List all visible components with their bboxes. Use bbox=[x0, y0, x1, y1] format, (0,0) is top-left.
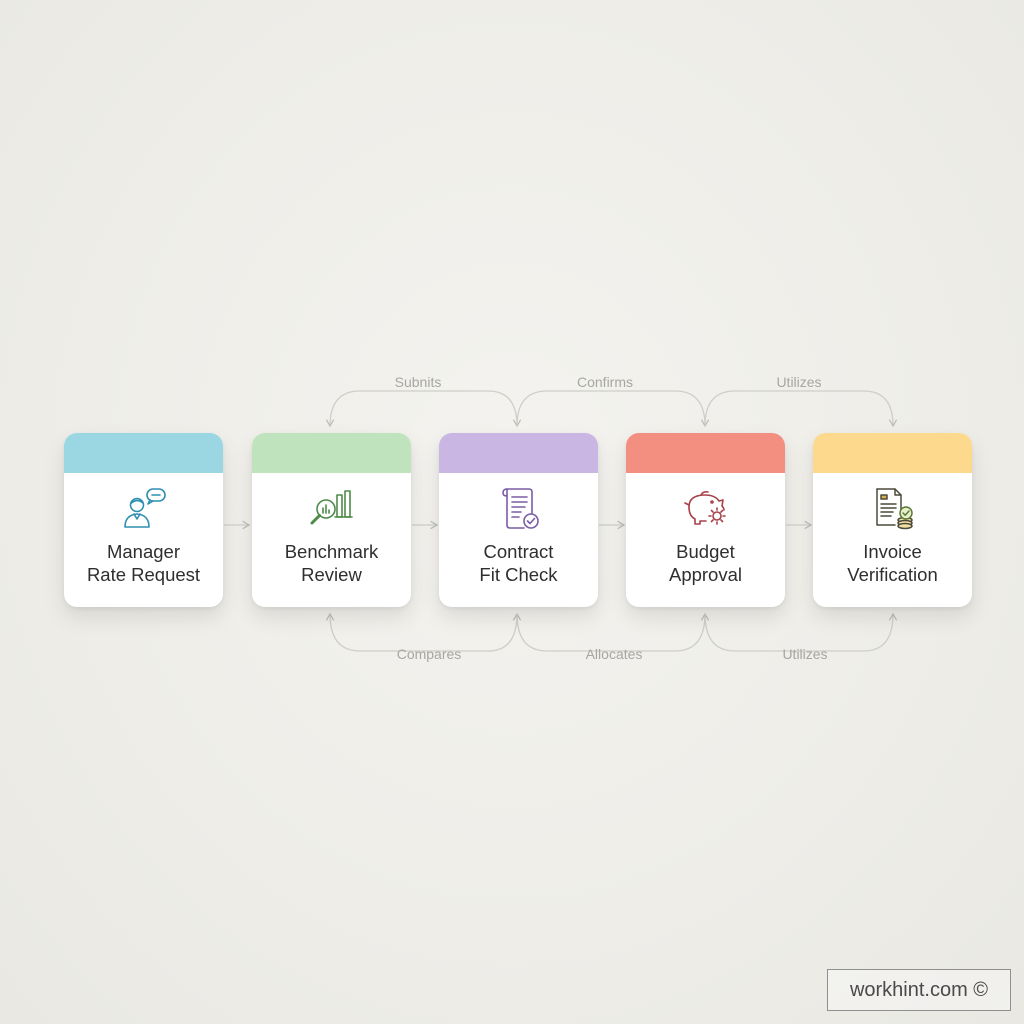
person-chat-icon bbox=[119, 483, 169, 533]
step-card-contract-fit-check: Contract Fit Check bbox=[439, 433, 598, 607]
top-connector-3 bbox=[704, 390, 898, 428]
card-title: Invoice Verification bbox=[813, 540, 972, 586]
card-title: Contract Fit Check bbox=[439, 540, 598, 586]
card-title-line2: Fit Check bbox=[479, 564, 558, 585]
connector-label-compares: Compares bbox=[396, 646, 462, 662]
contract-check-icon bbox=[494, 483, 544, 533]
step-card-manager-rate-request: Manager Rate Request bbox=[64, 433, 223, 607]
card-title-line1: Contract bbox=[483, 541, 554, 562]
connector-label-confirms: Confirms bbox=[576, 374, 634, 390]
top-connector-2 bbox=[516, 390, 710, 428]
piggy-bank-gear-icon bbox=[681, 483, 731, 533]
invoice-coins-icon bbox=[868, 483, 918, 533]
connector-label-submits: Subnits bbox=[394, 374, 442, 390]
watermark-badge: workhint.com © bbox=[827, 969, 1011, 1011]
step-card-invoice-verification: Invoice Verification bbox=[813, 433, 972, 607]
card-title-line1: Manager bbox=[106, 541, 180, 562]
step-card-budget-approval: Budget Approval bbox=[626, 433, 785, 607]
card-header bbox=[626, 433, 785, 473]
magnifier-chart-icon bbox=[307, 483, 357, 533]
card-header bbox=[813, 433, 972, 473]
card-title-line2: Rate Request bbox=[86, 564, 201, 585]
card-header bbox=[439, 433, 598, 473]
card-title: Manager Rate Request bbox=[64, 540, 223, 586]
connector-label-utilizes-bottom: Utilizes bbox=[782, 646, 828, 662]
card-title-line1: Budget bbox=[676, 541, 735, 562]
top-connector-1 bbox=[325, 390, 522, 428]
card-title-line2: Approval bbox=[668, 564, 742, 585]
card-title-line1: Benchmark bbox=[284, 541, 379, 562]
connector-label-allocates: Allocates bbox=[585, 646, 643, 662]
card-title: Budget Approval bbox=[626, 540, 785, 586]
card-title-line2: Verification bbox=[847, 564, 938, 585]
card-header bbox=[64, 433, 223, 473]
card-title-line1: Invoice bbox=[863, 541, 922, 562]
card-title: Benchmark Review bbox=[252, 540, 411, 586]
card-title-line2: Review bbox=[301, 564, 362, 585]
connector-label-utilizes-top: Utilizes bbox=[776, 374, 822, 390]
step-card-benchmark-review: Benchmark Review bbox=[252, 433, 411, 607]
card-header bbox=[252, 433, 411, 473]
